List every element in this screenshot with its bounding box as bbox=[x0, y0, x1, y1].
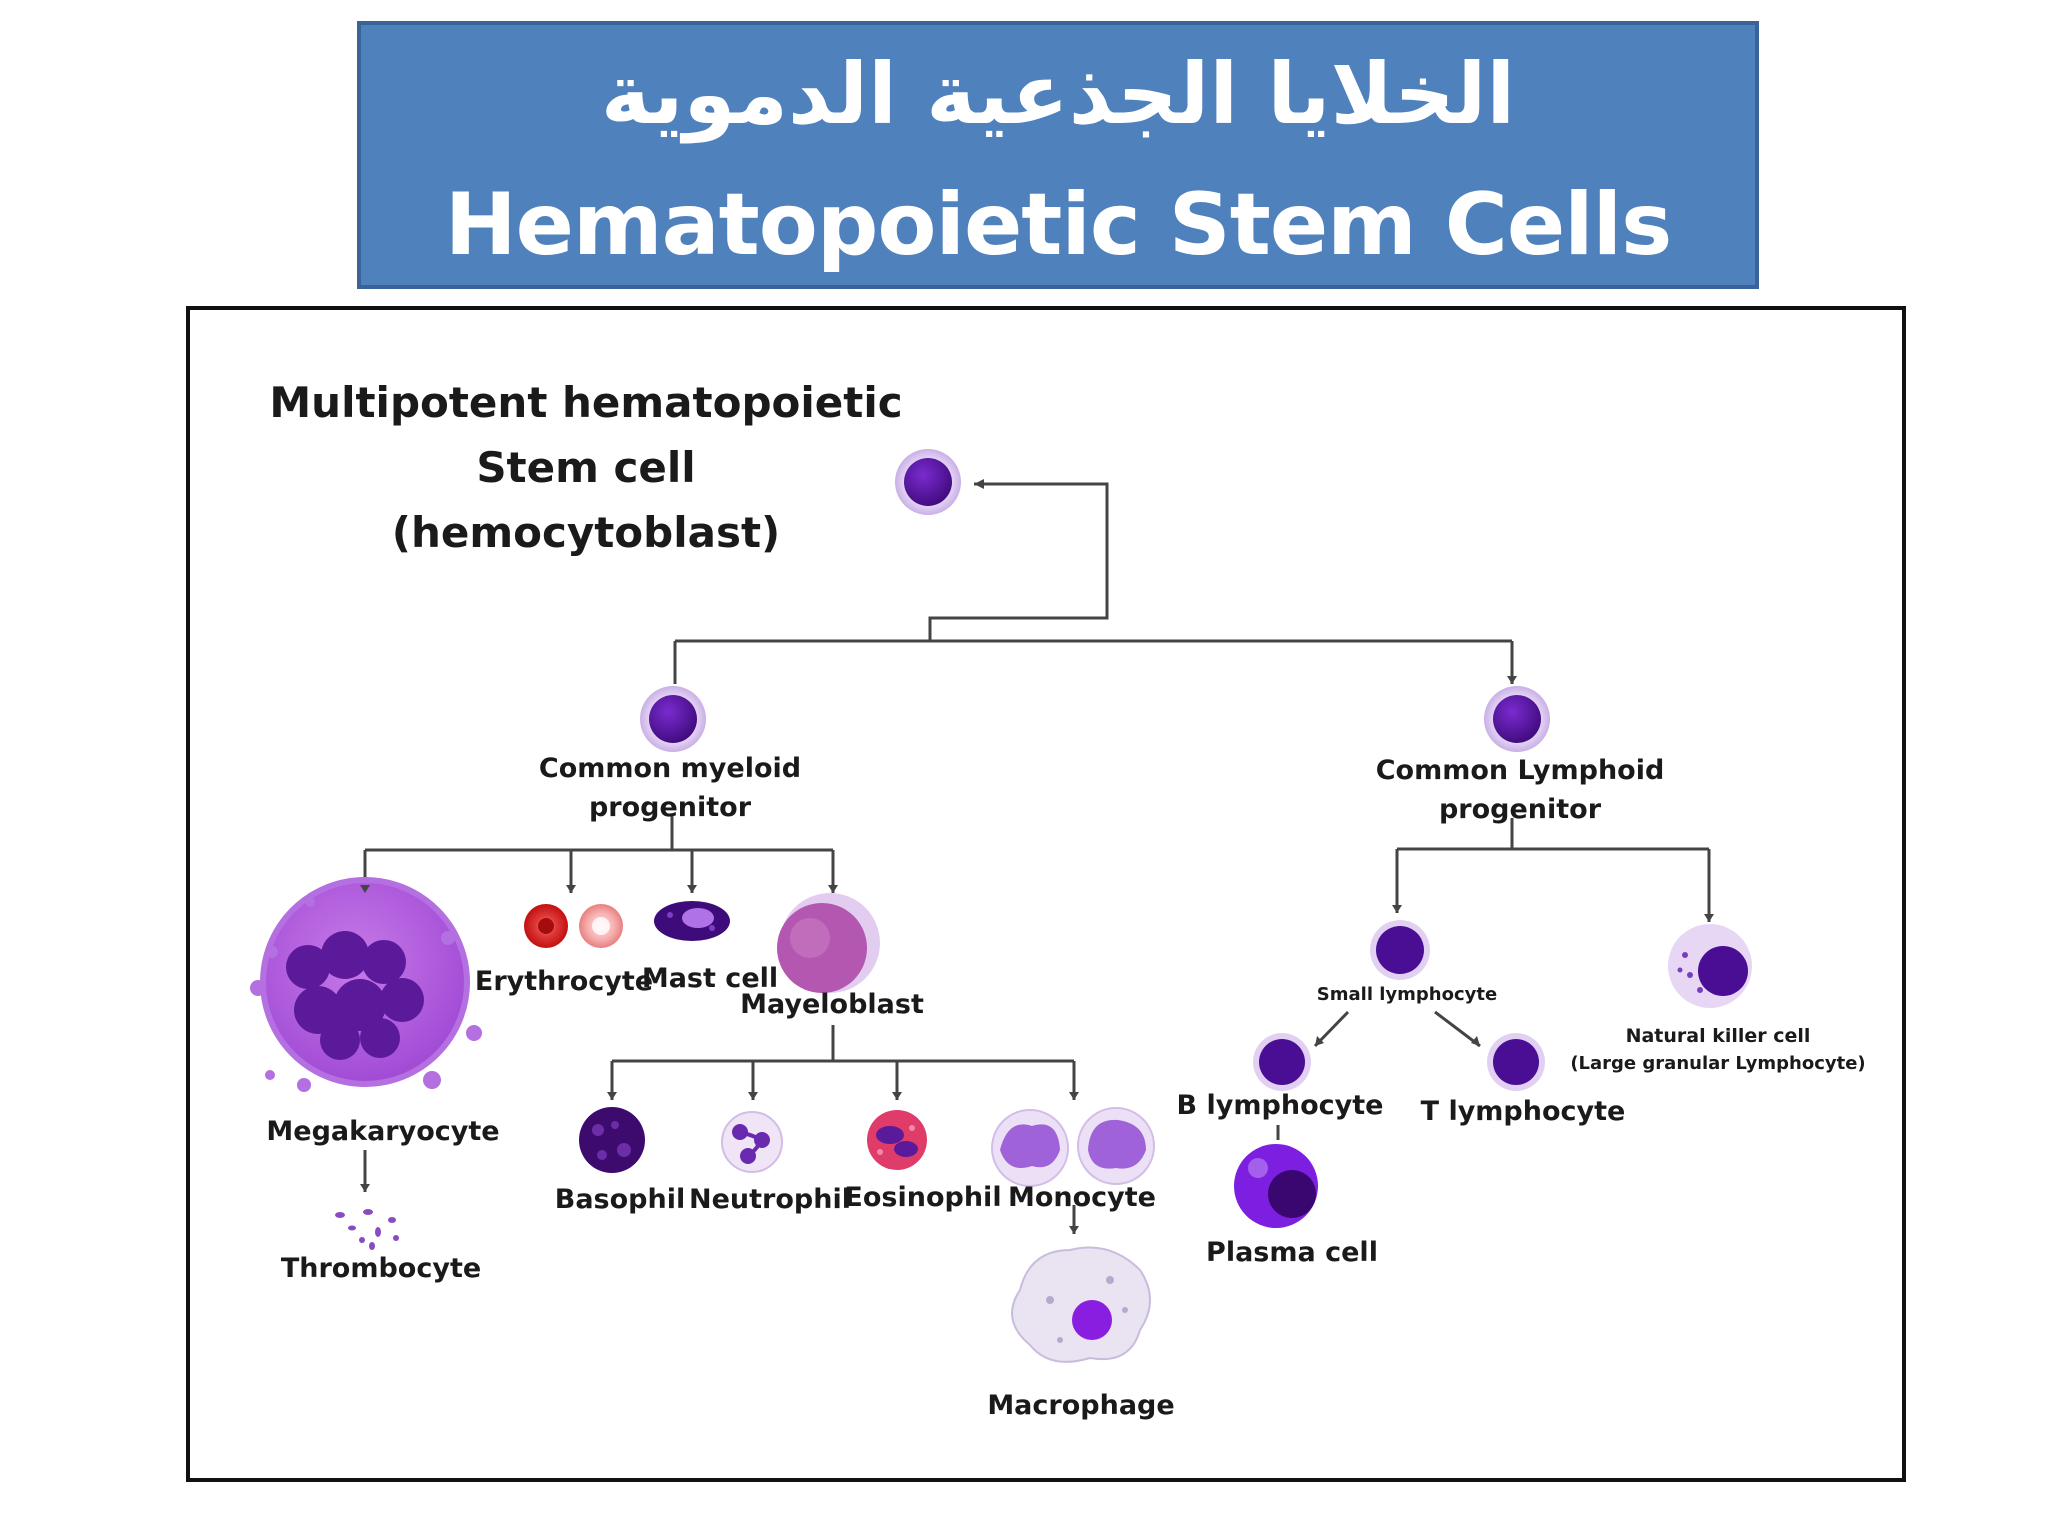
eosinophil-cell bbox=[867, 1110, 927, 1170]
labels: Multipotent hematopoietic Stem cell (hem… bbox=[266, 378, 1865, 1421]
label-nk-cell-1: Natural killer cell bbox=[1626, 1025, 1811, 1047]
title-english: Hematopoietic Stem Cells bbox=[444, 175, 1673, 275]
label-neutrophil: Neutrophil bbox=[689, 1184, 851, 1215]
small-lymphocyte-cell bbox=[1370, 920, 1430, 980]
megakaryocyte-cell bbox=[250, 877, 482, 1092]
label-nk-cell-2: (Large granular Lymphocyte) bbox=[1570, 1053, 1865, 1074]
monocyte-cells bbox=[991, 1107, 1155, 1187]
label-stem-cell-1: Multipotent hematopoietic bbox=[269, 378, 902, 427]
label-t-lymphocyte: T lymphocyte bbox=[1421, 1096, 1626, 1127]
neutrophil-cell bbox=[721, 1111, 783, 1173]
plasma-cell bbox=[1234, 1144, 1318, 1228]
common-lymphoid-progenitor-cell bbox=[1484, 686, 1550, 752]
label-stem-cell-3: (hemocytoblast) bbox=[392, 508, 780, 557]
label-stem-cell-2: Stem cell bbox=[476, 443, 695, 492]
stem-cell bbox=[895, 449, 961, 515]
label-basophil: Basophil bbox=[555, 1184, 685, 1215]
label-common-myeloid-2: progenitor bbox=[589, 792, 752, 823]
label-megakaryocyte: Megakaryocyte bbox=[266, 1116, 499, 1147]
arrowheads bbox=[360, 479, 1714, 1234]
line-stem-loop bbox=[928, 482, 1109, 641]
b-lymphocyte-cell bbox=[1253, 1033, 1311, 1091]
mast-cell bbox=[654, 901, 730, 941]
label-monocyte: Monocyte bbox=[1008, 1182, 1156, 1213]
common-myeloid-progenitor-cell bbox=[640, 686, 706, 752]
title-banner: الخلايا الجذعية الدموية Hematopoietic St… bbox=[357, 21, 1759, 289]
label-small-lymphocyte: Small lymphocyte bbox=[1317, 984, 1497, 1005]
label-erythrocyte: Erythrocyte bbox=[475, 966, 653, 997]
label-common-myeloid-1: Common myeloid bbox=[539, 753, 801, 784]
label-plasma-cell: Plasma cell bbox=[1206, 1237, 1378, 1268]
label-mast-cell: Mast cell bbox=[642, 963, 778, 994]
title-arabic: الخلايا الجذعية الدموية bbox=[600, 45, 1516, 143]
nk-cell bbox=[1668, 924, 1752, 1008]
label-common-lymphoid-1: Common Lymphoid bbox=[1376, 755, 1665, 786]
thrombocyte-cells bbox=[335, 1209, 399, 1250]
line-small-to-t bbox=[1434, 1010, 1481, 1048]
erythrocyte-cells bbox=[524, 904, 623, 948]
label-macrophage: Macrophage bbox=[987, 1390, 1174, 1421]
macrophage-cell bbox=[1011, 1246, 1151, 1363]
myeloblast-cell bbox=[777, 893, 880, 993]
t-lymphocyte-cell bbox=[1487, 1033, 1545, 1091]
label-eosinophil: Eosinophil bbox=[844, 1182, 1001, 1213]
label-common-lymphoid-2: progenitor bbox=[1439, 794, 1602, 825]
label-myeloblast: Mayeloblast bbox=[740, 989, 924, 1020]
label-thrombocyte: Thrombocyte bbox=[281, 1253, 481, 1284]
basophil-cell bbox=[579, 1107, 645, 1173]
label-b-lymphocyte: B lymphocyte bbox=[1177, 1090, 1384, 1121]
